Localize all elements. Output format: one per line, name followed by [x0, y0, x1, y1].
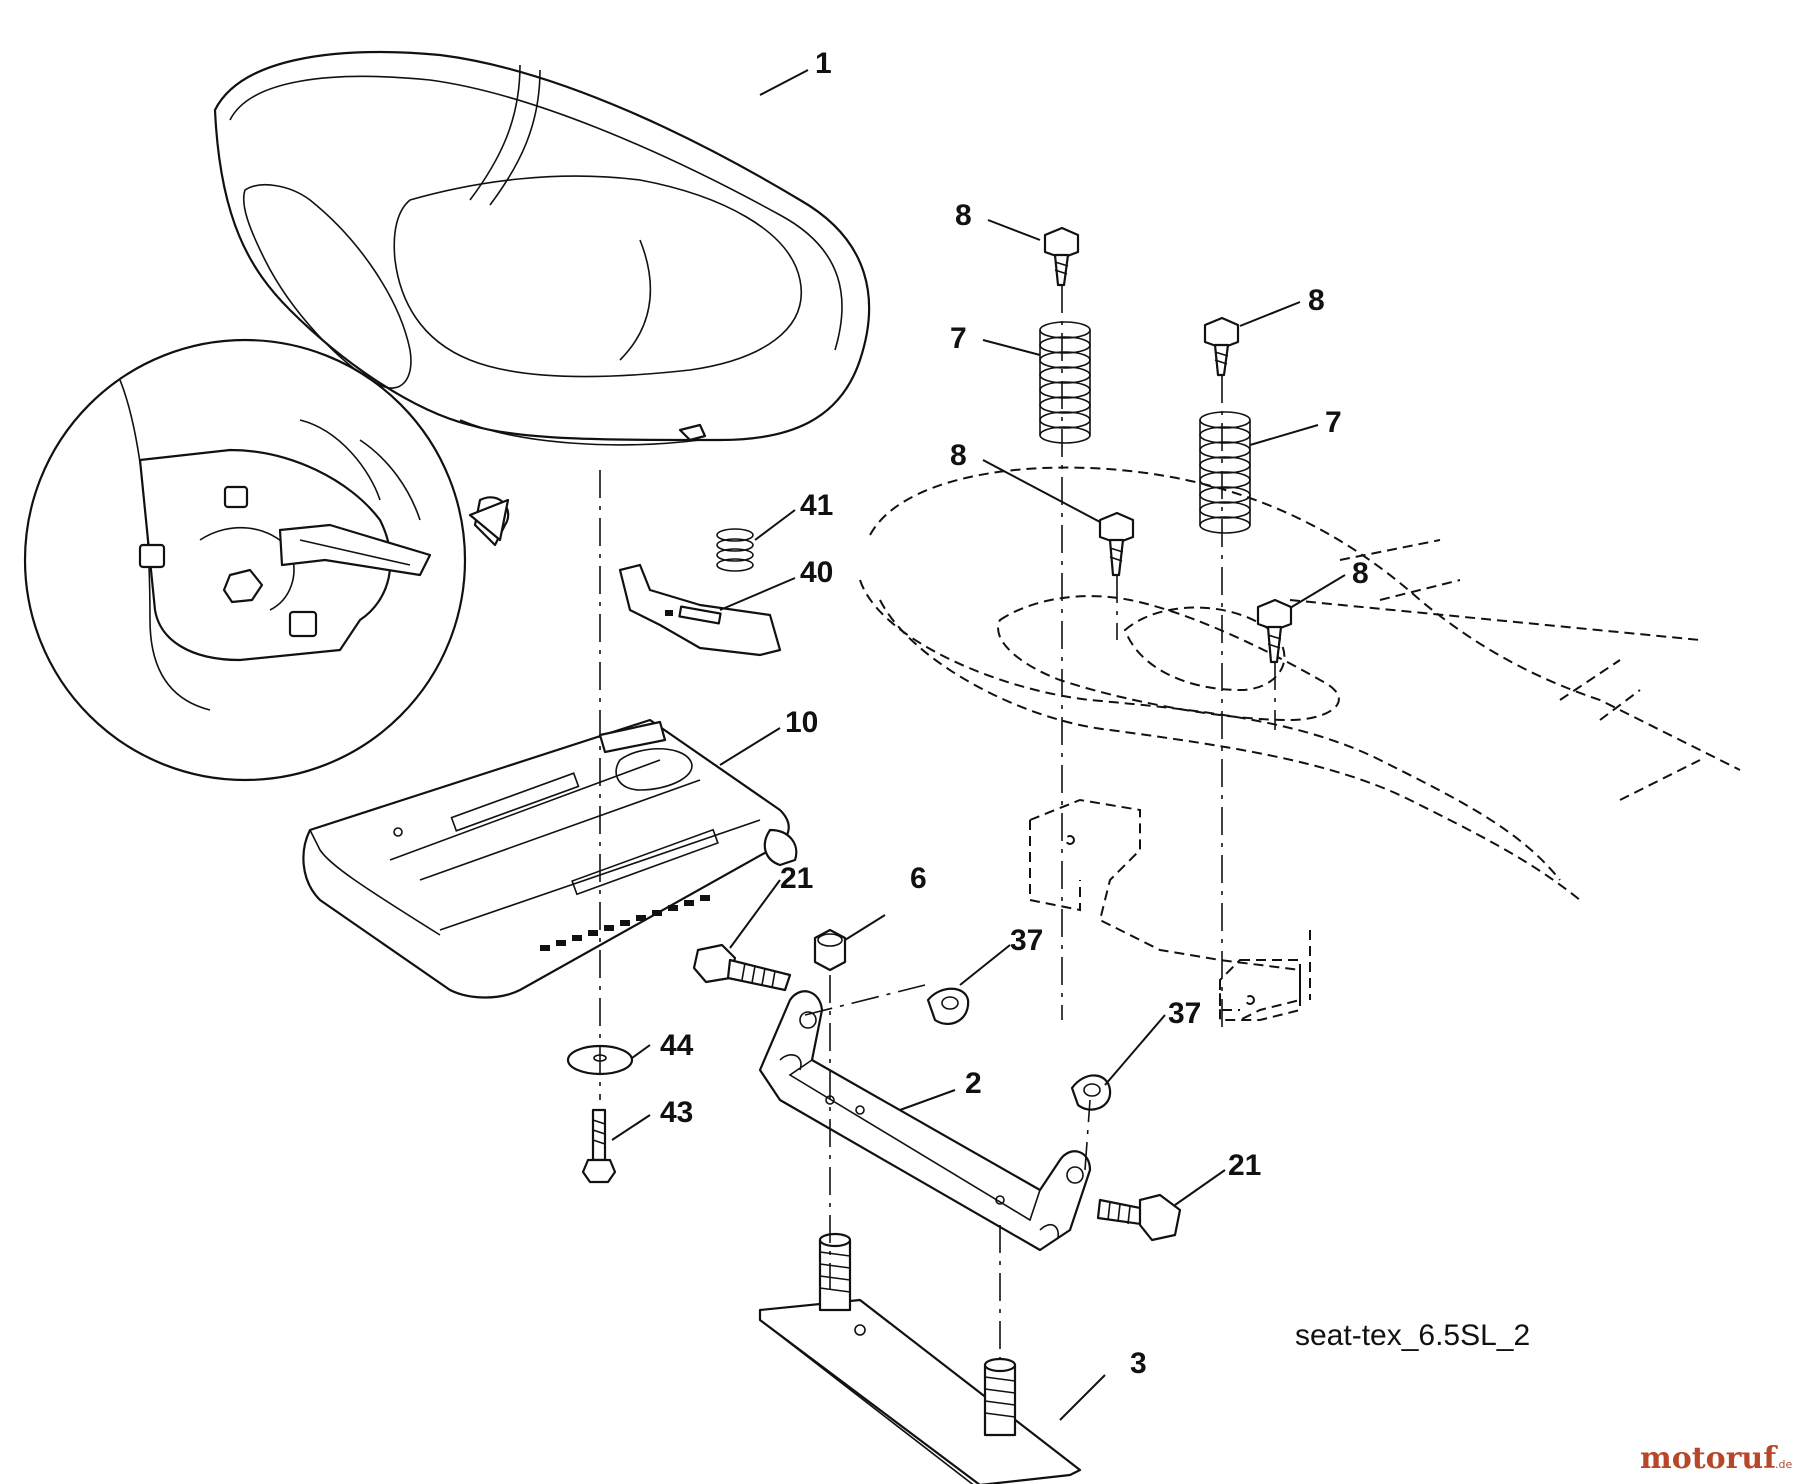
callout-labels: 1 8 8 7 7 8 8 41 40 10 21 6 37 37 44 2 4… — [660, 47, 1369, 1380]
callout-21-right: 21 — [1228, 1149, 1261, 1182]
latch-plate-40 — [618, 563, 782, 657]
nut-37-lower — [1070, 1074, 1112, 1111]
watermark-brand: motoruf — [1640, 1441, 1778, 1476]
detail-inset — [23, 338, 510, 782]
callout-21-left: 21 — [780, 862, 813, 895]
callout-44: 44 — [660, 1029, 694, 1062]
bolt-8-middle — [1098, 511, 1135, 577]
callout-40: 40 — [800, 556, 833, 589]
callout-8-middle: 8 — [950, 439, 967, 472]
callout-8-lower: 8 — [1352, 557, 1369, 590]
adjustment-slots — [540, 895, 710, 951]
bolt-8-top-left — [1043, 226, 1080, 287]
callout-41: 41 — [800, 489, 833, 522]
bolt-21-right — [1096, 1193, 1182, 1242]
callout-6: 6 — [910, 862, 927, 895]
callout-7-left: 7 — [950, 322, 967, 355]
bolt-43 — [581, 1108, 617, 1184]
leader-lines — [611, 69, 1346, 1421]
nut-37-upper — [926, 987, 970, 1026]
assembly-axes — [599, 285, 1276, 1360]
callout-8-top-right: 8 — [1308, 284, 1325, 317]
callout-37-upper: 37 — [1010, 924, 1043, 957]
stud-right — [983, 1357, 1017, 1437]
spring-7-left — [1039, 321, 1091, 445]
callout-10: 10 — [785, 706, 818, 739]
bolt-8-lower — [1256, 598, 1293, 664]
nut-6 — [813, 928, 847, 972]
hinge-bracket-2 — [758, 990, 1092, 1252]
callout-43: 43 — [660, 1096, 693, 1129]
diagram-caption: seat-tex_6.5SL_2 — [1295, 1319, 1530, 1352]
stud-left — [818, 1232, 852, 1312]
seat — [213, 50, 871, 446]
callout-7-right: 7 — [1325, 406, 1342, 439]
seat-bracket-outline — [1029, 798, 1311, 1021]
seat-pan-10 — [302, 718, 798, 999]
base-plate-3 — [758, 1232, 1082, 1484]
bolt-8-top-right — [1203, 316, 1240, 377]
callout-8-top-left: 8 — [955, 199, 972, 232]
callout-1: 1 — [815, 47, 832, 80]
bolt-21-left — [692, 943, 792, 992]
watermark-logo: motoruf .de — [1640, 1441, 1792, 1476]
callout-3: 3 — [1130, 1347, 1147, 1380]
callout-37-lower: 37 — [1168, 997, 1201, 1030]
watermark-tld: .de — [1775, 1458, 1792, 1471]
spring-41 — [716, 528, 754, 572]
spring-7-right — [1199, 411, 1251, 534]
callout-2: 2 — [965, 1067, 982, 1100]
fender-outline — [859, 466, 1741, 901]
